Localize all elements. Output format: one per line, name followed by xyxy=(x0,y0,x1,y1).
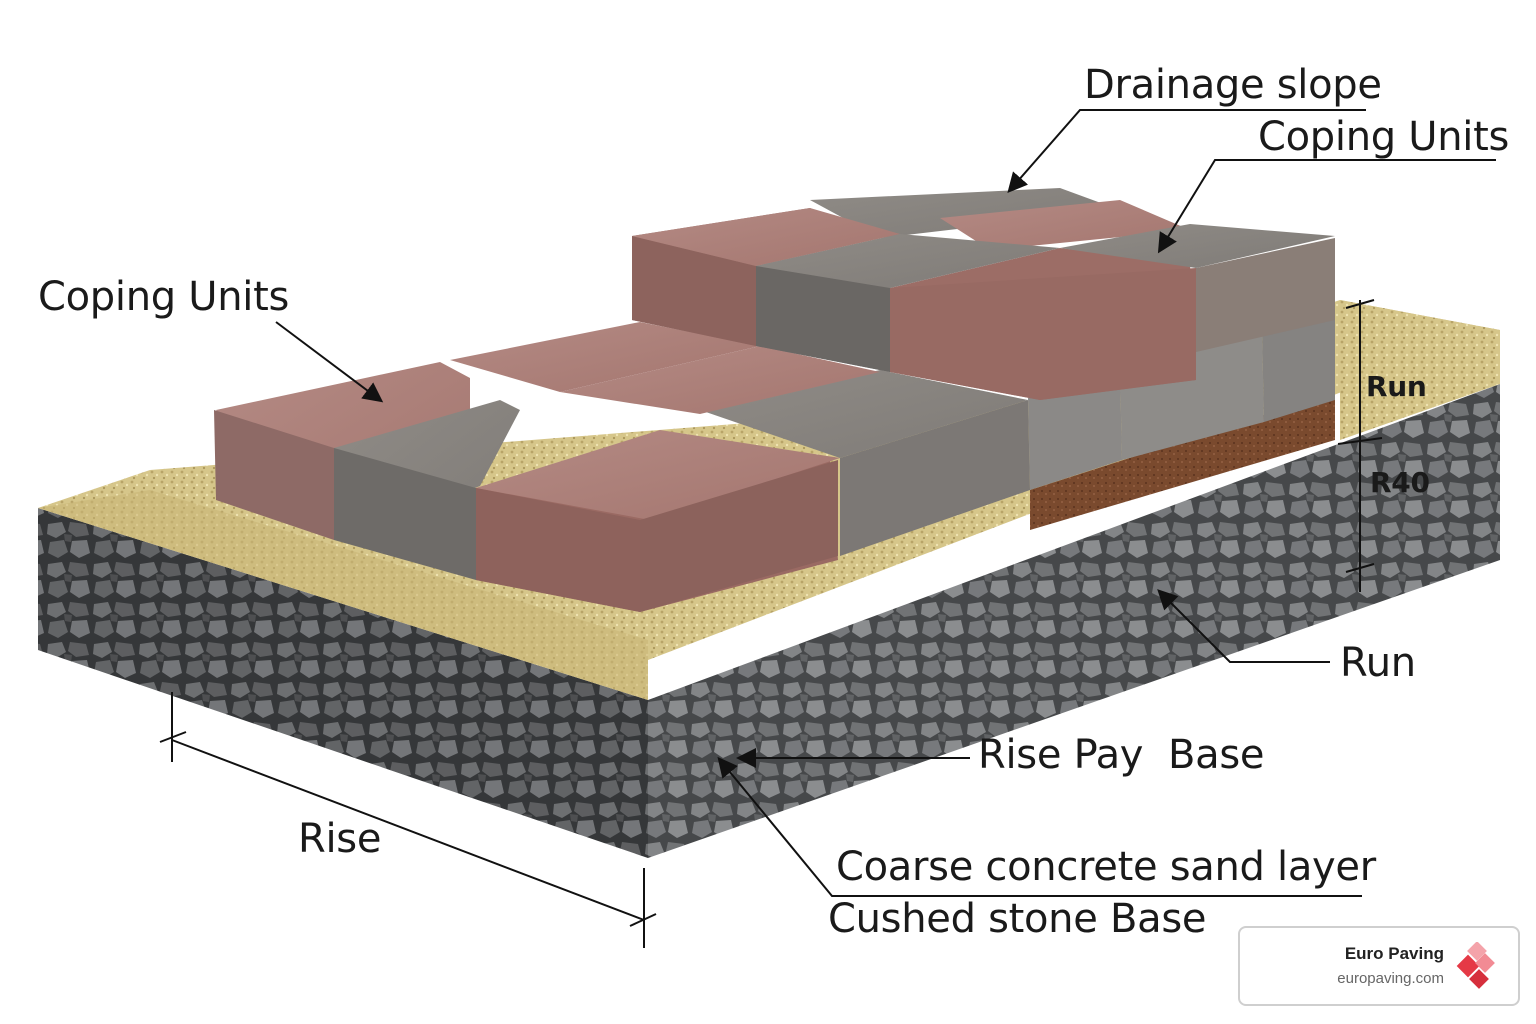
leader-lines xyxy=(275,109,1496,897)
brand-url: europaving.com xyxy=(1337,970,1444,987)
coping-units-left-label: Coping Units xyxy=(38,274,290,320)
brand-name: Euro Paving xyxy=(1344,944,1444,963)
lower-brick-course xyxy=(214,322,1030,612)
brand-badge: Euro Paving europaving.com xyxy=(1238,926,1520,1006)
drainage-slope-label: Drainage slope xyxy=(1084,62,1382,108)
crushed-stone-base-label: Cushed stone Base xyxy=(828,896,1207,942)
upper-brick-course xyxy=(632,188,1335,400)
rise-pay-base-label: Rise Pay Base xyxy=(978,732,1265,778)
coarse-sand-layer-label: Coarse concrete sand layer xyxy=(836,844,1376,890)
coping-units-right-label: Coping Units xyxy=(1258,114,1510,160)
run-small-label: Run xyxy=(1366,370,1427,403)
crushed-stone-base-block xyxy=(38,384,1500,858)
rise-label: Rise xyxy=(298,816,382,862)
red-diamond-logo-icon xyxy=(1456,942,1495,989)
bedding-layer xyxy=(1030,392,1335,530)
run-right-label: Run xyxy=(1340,640,1416,686)
dimension-lines xyxy=(159,299,1383,948)
r40-small-label: R40 xyxy=(1370,466,1430,499)
